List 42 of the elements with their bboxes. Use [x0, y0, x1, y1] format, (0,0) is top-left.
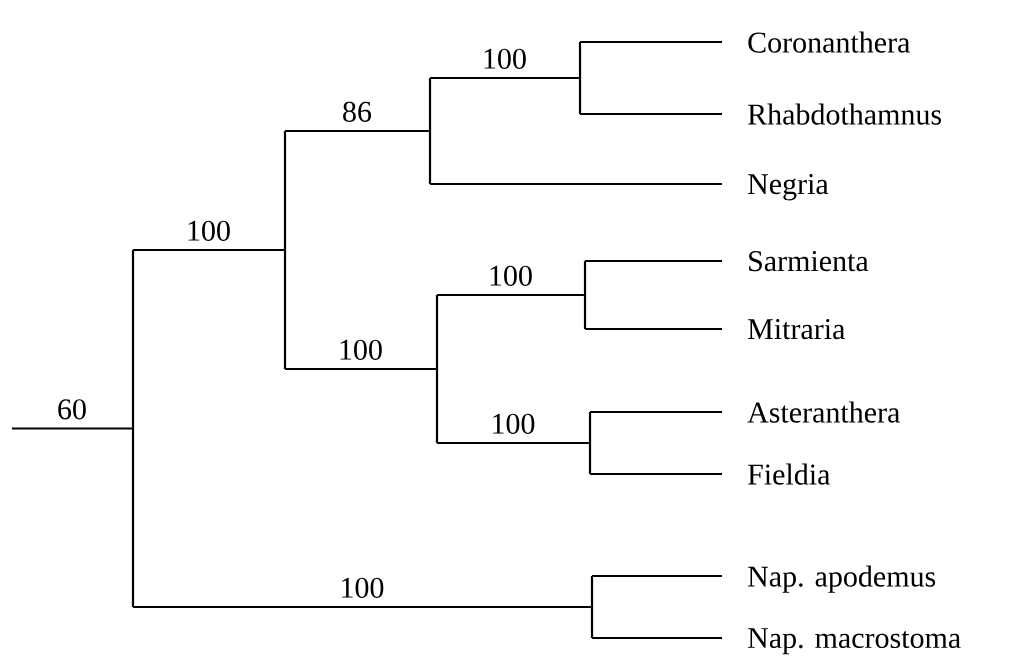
branch-line — [590, 472, 722, 476]
branch-line — [585, 327, 722, 331]
branch-line — [430, 76, 579, 80]
branch-line — [437, 293, 584, 297]
taxon-label: Asteranthera — [747, 401, 900, 423]
support-value: 100 — [490, 265, 532, 286]
branch-node-line — [583, 261, 587, 329]
branch-line — [437, 441, 589, 445]
taxon-label: Negria — [748, 174, 829, 201]
support-value: 86 — [343, 101, 372, 122]
branch-node-line — [283, 131, 287, 369]
support-value: 100 — [188, 220, 230, 241]
branch-line — [580, 112, 722, 116]
branch-node-line — [131, 250, 135, 607]
branch-line — [590, 410, 722, 414]
branch-node-line — [428, 78, 432, 184]
branch-line — [592, 574, 722, 578]
support-value: 100 — [342, 577, 384, 598]
taxon-label: Sarmienta — [749, 251, 869, 272]
branch-node-line — [435, 295, 439, 443]
branch-line — [285, 367, 436, 371]
taxon-label: Fieldia — [748, 463, 830, 485]
branch-line — [585, 259, 722, 263]
branch-node-line — [578, 42, 582, 114]
branch-node-line — [588, 412, 592, 474]
support-value: 100 — [484, 48, 526, 69]
taxon-label: Coronanthera — [748, 31, 910, 53]
branch-line — [285, 129, 429, 133]
branch-line — [12, 427, 132, 430]
taxon-label: Nap. macrostoma — [748, 628, 961, 655]
support-value: 100 — [493, 413, 535, 434]
branch-line — [592, 636, 722, 640]
branch-line — [133, 248, 284, 252]
branch-line — [430, 182, 722, 186]
branch-line — [580, 40, 722, 44]
taxon-label: Mitraria — [748, 319, 845, 340]
support-value: 60 — [58, 399, 86, 420]
support-value: 100 — [340, 339, 382, 360]
branch-line — [133, 605, 591, 609]
branch-node-line — [590, 576, 594, 638]
taxon-label: Rhabdothamnus — [748, 103, 941, 125]
taxon-label: Nap. apodemus — [748, 565, 936, 593]
